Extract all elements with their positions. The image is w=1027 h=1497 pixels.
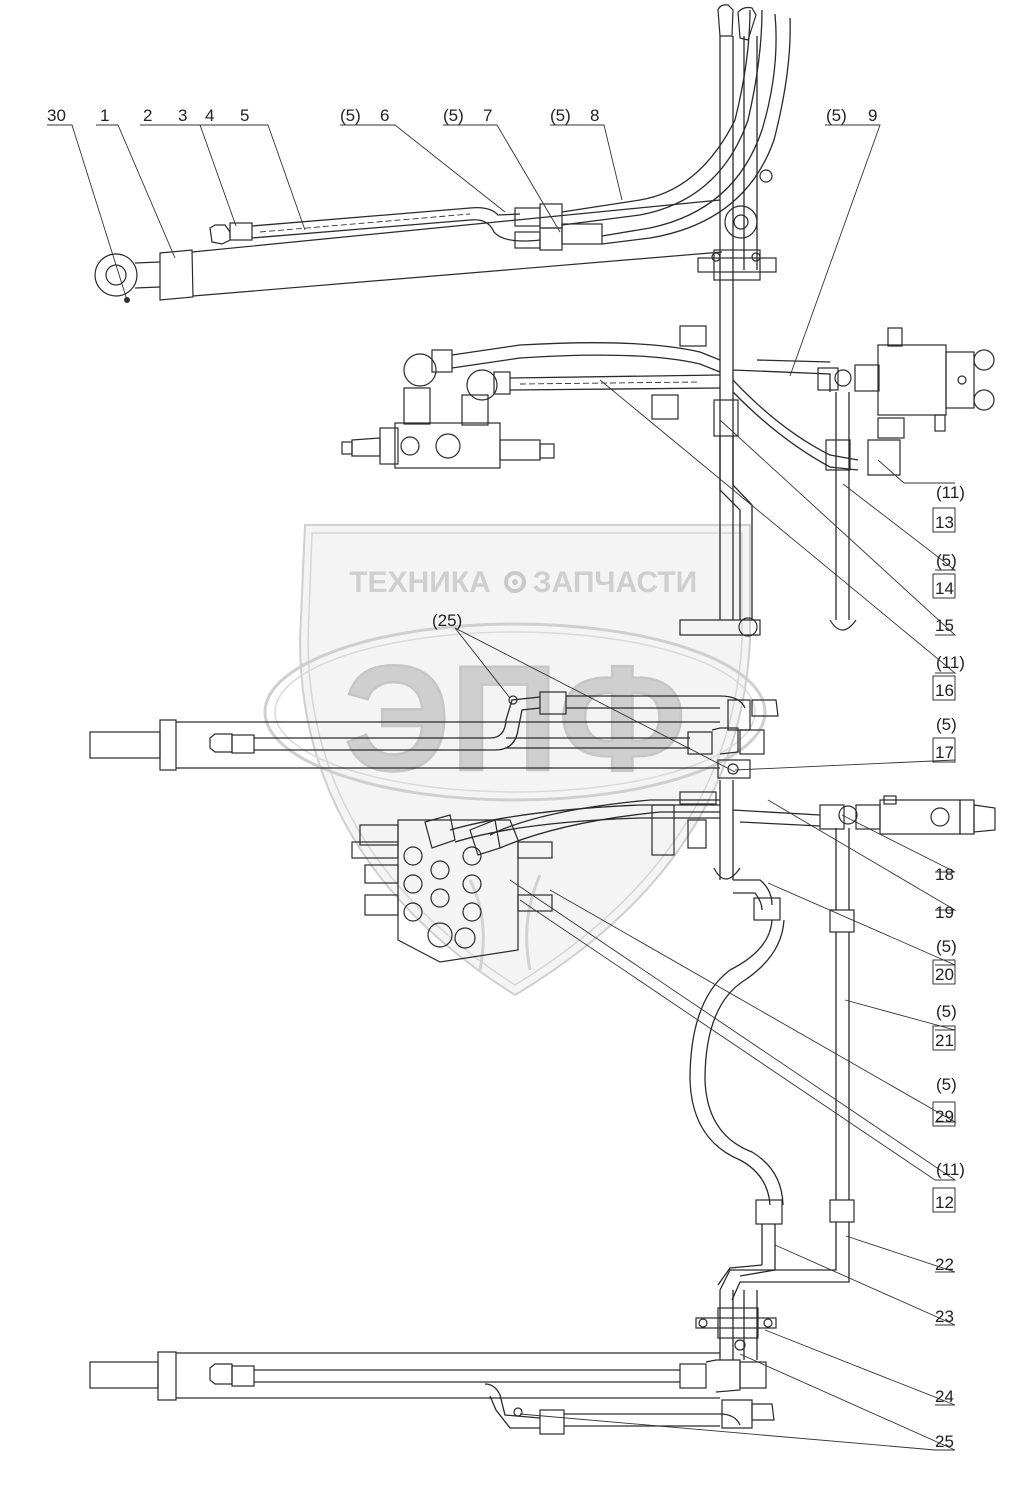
label-25-paren: (25) [432, 611, 462, 630]
right-upper-10: (11) [936, 1160, 965, 1179]
right-lower-9: 29 [935, 1107, 954, 1126]
right-lower-14: 25 [935, 1432, 954, 1451]
label-5-paren-d: (5) [826, 106, 847, 125]
watermark: ТЕХНИКА ЗАПЧАСТИ ЭПФ [263, 524, 767, 997]
middle-cylinder [89, 691, 779, 779]
s-hose [689, 919, 850, 1301]
gear-icon [504, 571, 526, 593]
label-2: 2 [143, 106, 152, 125]
label-5-paren-c: (5) [550, 106, 571, 125]
top-hose-5 [209, 9, 791, 251]
middle-valve-block [351, 791, 720, 963]
label-3: 3 [178, 106, 187, 125]
watermark-text-left: ТЕХНИКА [349, 566, 491, 599]
label-6: 6 [380, 106, 389, 125]
right-lower-3: 16 [935, 681, 954, 700]
leader-lines [47, 124, 957, 1451]
label-4: 4 [205, 106, 214, 125]
right-upper-7: (5) [936, 937, 957, 956]
label-5-paren-a: (5) [340, 106, 361, 125]
right-upper-0: (11) [936, 483, 965, 502]
right-upper-1: (5) [936, 551, 957, 570]
right-upper-8: (5) [936, 1002, 957, 1021]
right-lower-1: 14 [935, 579, 954, 598]
label-8: 8 [590, 106, 599, 125]
label-30: 30 [47, 106, 66, 125]
label-9: 9 [868, 106, 877, 125]
vertical-pipe-top [679, 4, 777, 637]
right-labels: (11) 13 (5) 14 15 (11) 16 (5) 17 18 19 (… [932, 483, 965, 1451]
right-upper-9: (5) [936, 1075, 957, 1094]
right-valve-upper [854, 327, 995, 476]
upper-valve-block [341, 325, 707, 469]
watermark-text-right: ЗАПЧАСТИ [533, 566, 697, 599]
right-lower-2: 15 [935, 616, 954, 635]
right-lower-13: 24 [935, 1387, 954, 1406]
right-lower-11: 22 [935, 1255, 954, 1274]
right-lower-10: 12 [935, 1193, 954, 1212]
right-upper-4: (5) [936, 715, 957, 734]
right-lower-5: 18 [935, 865, 954, 884]
right-lower-12: 23 [935, 1307, 954, 1326]
right-lower-7: 20 [935, 965, 954, 984]
right-lower-8: 21 [935, 1031, 954, 1050]
right-upper-3: (11) [936, 653, 965, 672]
label-5: 5 [240, 106, 249, 125]
top-labels: 30 1 2 3 4 5 (5) 6 (5) 7 (5) 8 (5) 9 [47, 106, 877, 125]
label-7: 7 [483, 106, 492, 125]
top-cylinder [94, 199, 723, 303]
bottom-cylinder [89, 1290, 777, 1435]
right-lower-4: 17 [935, 743, 954, 762]
right-lower-0: 13 [935, 513, 954, 532]
label-1: 1 [100, 106, 109, 125]
middle-right-pipes [713, 780, 996, 1223]
label-5-paren-b: (5) [443, 106, 464, 125]
right-lower-6: 19 [935, 903, 954, 922]
upper-valve-pipes [451, 342, 859, 631]
